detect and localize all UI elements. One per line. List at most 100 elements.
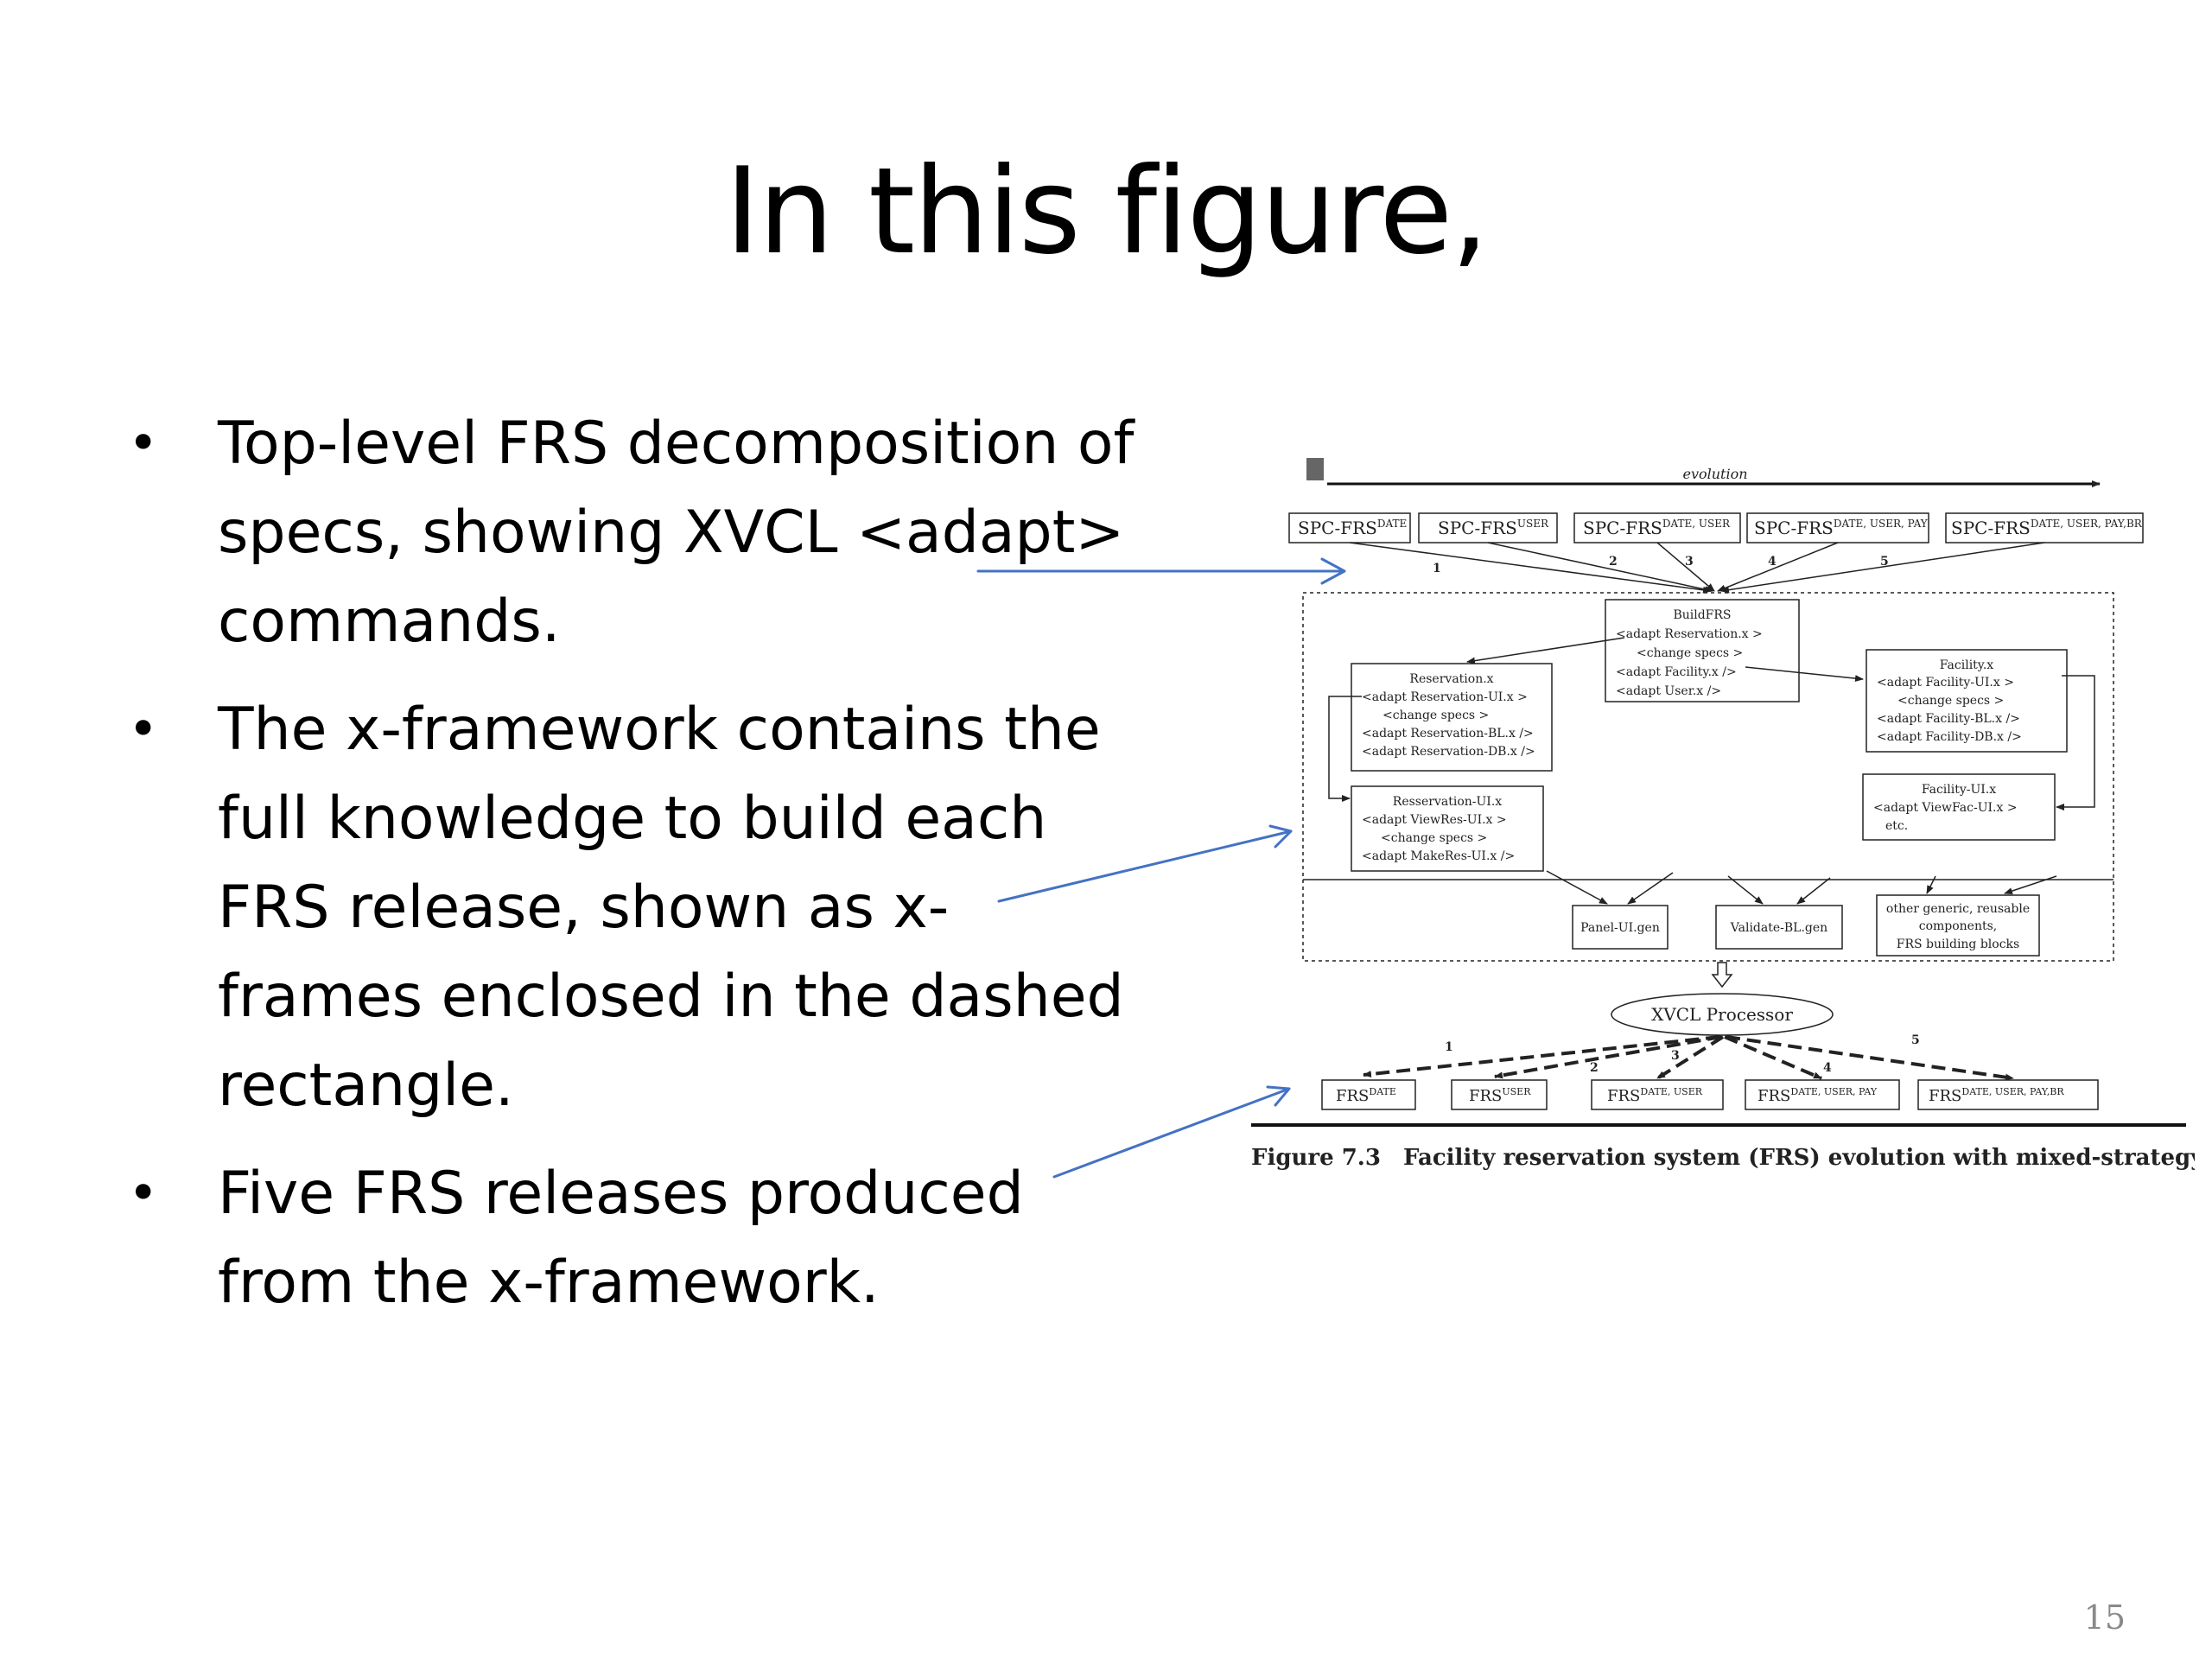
spc-base: SPC-FRS [1754,518,1834,538]
frame-line: <adapt Reservation-UI.x > [1362,690,1528,704]
frame-line: <adapt Facility-BL.x /> [1877,712,2020,726]
spc-box: SPC-FRSDATE, USER, PAY,BR [1945,512,2144,543]
spc-boxes: SPC-FRSDATE SPC-FRSUSER SPC-FRSDATE, USE… [1288,512,2144,543]
bullet-glyph: • [128,699,159,760]
frs-release-box: FRSDATE, USER, PAY [1745,1079,1900,1110]
svg-text:FRSDATE, USER, PAY: FRSDATE, USER, PAY [1758,1086,1878,1105]
spc-box: SPC-FRSDATE, USER [1573,512,1741,543]
bottom-number: 2 [1590,1061,1599,1075]
spc-box: SPC-FRSUSER [1418,512,1558,543]
frame-line: <adapt Reservation-DB.x /> [1362,745,1535,759]
bullet-item: • Top-level FRS decomposition of specs, s… [128,399,1147,666]
svg-text:FRSDATE: FRSDATE [1336,1086,1396,1105]
page-number: 15 [2083,1599,2126,1637]
bottom-number: 4 [1823,1061,1832,1075]
facility-ui-frame: Facility-UI.x <adapt ViewFac-UI.x > etc. [1862,773,2056,841]
evolution-label: evolution [1682,466,1747,482]
spc-base: SPC-FRS [1951,518,2031,538]
frs-base: FRS [1929,1087,1961,1105]
top-number: 4 [1768,555,1777,569]
frame-line: <change specs > [1381,831,1487,845]
bullet-item: • The x-framework contains the full knowl… [128,685,1147,1130]
frame-line: <adapt User.x /> [1616,684,1721,698]
component-label: other generic, reusable [1886,902,2030,916]
bullet-item: •Five FRS releases produced from the x-f… [128,1149,1147,1327]
frame-line: Facility-UI.x [1922,783,1996,797]
svg-text:FRSUSER: FRSUSER [1469,1086,1531,1105]
buildfrs-frame: BuildFRS <adapt Reservation.x > <change … [1605,599,1800,702]
caption-label: Figure 7.3 [1251,1145,1381,1171]
spc-to-build-lines [1349,542,2045,594]
component-label: Panel-UI.gen [1580,921,1660,935]
svg-text:SPC-FRSDATE, USER, PAY: SPC-FRSDATE, USER, PAY [1754,518,1929,538]
frs-release-box: FRSUSER [1451,1079,1548,1110]
component-label: Validate-BL.gen [1730,921,1827,935]
top-number: 5 [1880,555,1889,569]
svg-text:SPC-FRSUSER: SPC-FRSUSER [1438,518,1549,538]
bullet-list: • Top-level FRS decomposition of specs, s… [128,399,1147,1346]
evolution-timeline: evolution [1306,458,2101,487]
frame-line: <adapt Facility-UI.x > [1877,676,2014,690]
frame-line: <adapt ViewRes-UI.x > [1362,813,1507,827]
frame-line: <change specs > [1897,694,2004,708]
bullet-text: Top-level FRS decomposition of specs, sh… [218,410,1135,656]
svg-text:SPC-FRSDATE, USER: SPC-FRSDATE, USER [1583,518,1731,538]
bottom-number: 5 [1911,1033,1920,1047]
spc-sup: DATE, USER, PAY,BR [2031,518,2143,530]
spc-sup: DATE, USER [1662,518,1731,530]
bullet-text: The x-framework contains the full knowle… [218,696,1124,1120]
bottom-number: 3 [1671,1049,1680,1063]
output-arrows [1363,1035,2014,1081]
frame-line: <adapt Facility-DB.x /> [1877,730,2022,744]
xvcl-processor: XVCL Processor [1611,993,1834,1036]
frame-line: Facility.x [1940,658,1994,672]
bullet-text: Five FRS releases produced from the x-fr… [218,1160,1024,1317]
validate-bl-gen: Validate-BL.gen [1715,905,1843,950]
reservation-ui-frame: Resservation-UI.x <adapt ViewRes-UI.x > … [1351,785,1544,872]
frs-sup: DATE [1369,1086,1396,1097]
frame-line: <adapt ViewFac-UI.x > [1873,801,2018,815]
frame-line: etc. [1885,819,1908,833]
frame-line: Reservation.x [1409,672,1493,686]
reservation-frame: Reservation.x <adapt Reservation-UI.x > … [1351,663,1553,772]
other-generic-components: other generic, reusable components, FRS … [1876,894,2040,957]
frs-sup: DATE, USER [1640,1086,1702,1097]
frame-line: <change specs > [1382,709,1489,722]
spc-base: SPC-FRS [1438,518,1517,538]
frs-base: FRS [1336,1087,1369,1105]
spc-sup: DATE [1377,518,1407,530]
spc-base: SPC-FRS [1583,518,1662,538]
spc-box: SPC-FRSDATE, USER, PAY [1746,512,1929,543]
processor-label: XVCL Processor [1651,1004,1793,1025]
top-number: 3 [1685,555,1694,569]
frs-sup: DATE, USER, PAY [1790,1086,1878,1097]
spc-sup: USER [1517,518,1549,530]
bottom-number: 1 [1445,1040,1453,1054]
spc-base: SPC-FRS [1298,518,1377,538]
frs-figure: evolution SPC-FRSDATE SPC-FRSUSER SPC-FR… [1251,458,2195,1171]
bullet-glyph: • [128,413,159,474]
figure-caption: Figure 7.3 Facility reservation system (F… [1251,1145,2195,1171]
top-numbers: 1 2 3 4 5 [1433,555,1889,575]
panel-ui-gen: Panel-UI.gen [1572,905,1669,950]
frame-line: Resservation-UI.x [1393,795,1502,809]
slide-title: In this figure, [724,142,1489,281]
hourglass-icon [1306,458,1324,480]
frs-release-boxes: FRSDATE FRSUSER FRSDATE, USER FRSDATE, U… [1321,1079,2099,1110]
spc-box: SPC-FRSDATE [1288,512,1411,543]
frame-line: <adapt Reservation.x > [1616,627,1763,641]
frame-line: <adapt Facility.x /> [1616,665,1737,679]
hollow-down-arrow-icon [1711,962,1733,988]
bottom-numbers: 1 2 3 4 5 [1445,1033,1920,1075]
svg-text:SPC-FRSDATE: SPC-FRSDATE [1298,518,1407,538]
frs-base: FRS [1469,1087,1502,1105]
component-connectors [1546,870,2057,905]
caption-text: Facility reservation system (FRS) evolut… [1403,1145,2195,1171]
frame-line: <change specs > [1637,646,1743,660]
top-number: 2 [1609,555,1618,569]
component-label: components, [1919,919,1998,933]
svg-text:SPC-FRSDATE, USER, PAY,BR: SPC-FRSDATE, USER, PAY,BR [1951,518,2143,538]
top-number: 1 [1433,562,1441,575]
svg-text:FRSDATE, USER, PAY,BR: FRSDATE, USER, PAY,BR [1929,1086,2064,1105]
frs-base: FRS [1758,1087,1790,1105]
